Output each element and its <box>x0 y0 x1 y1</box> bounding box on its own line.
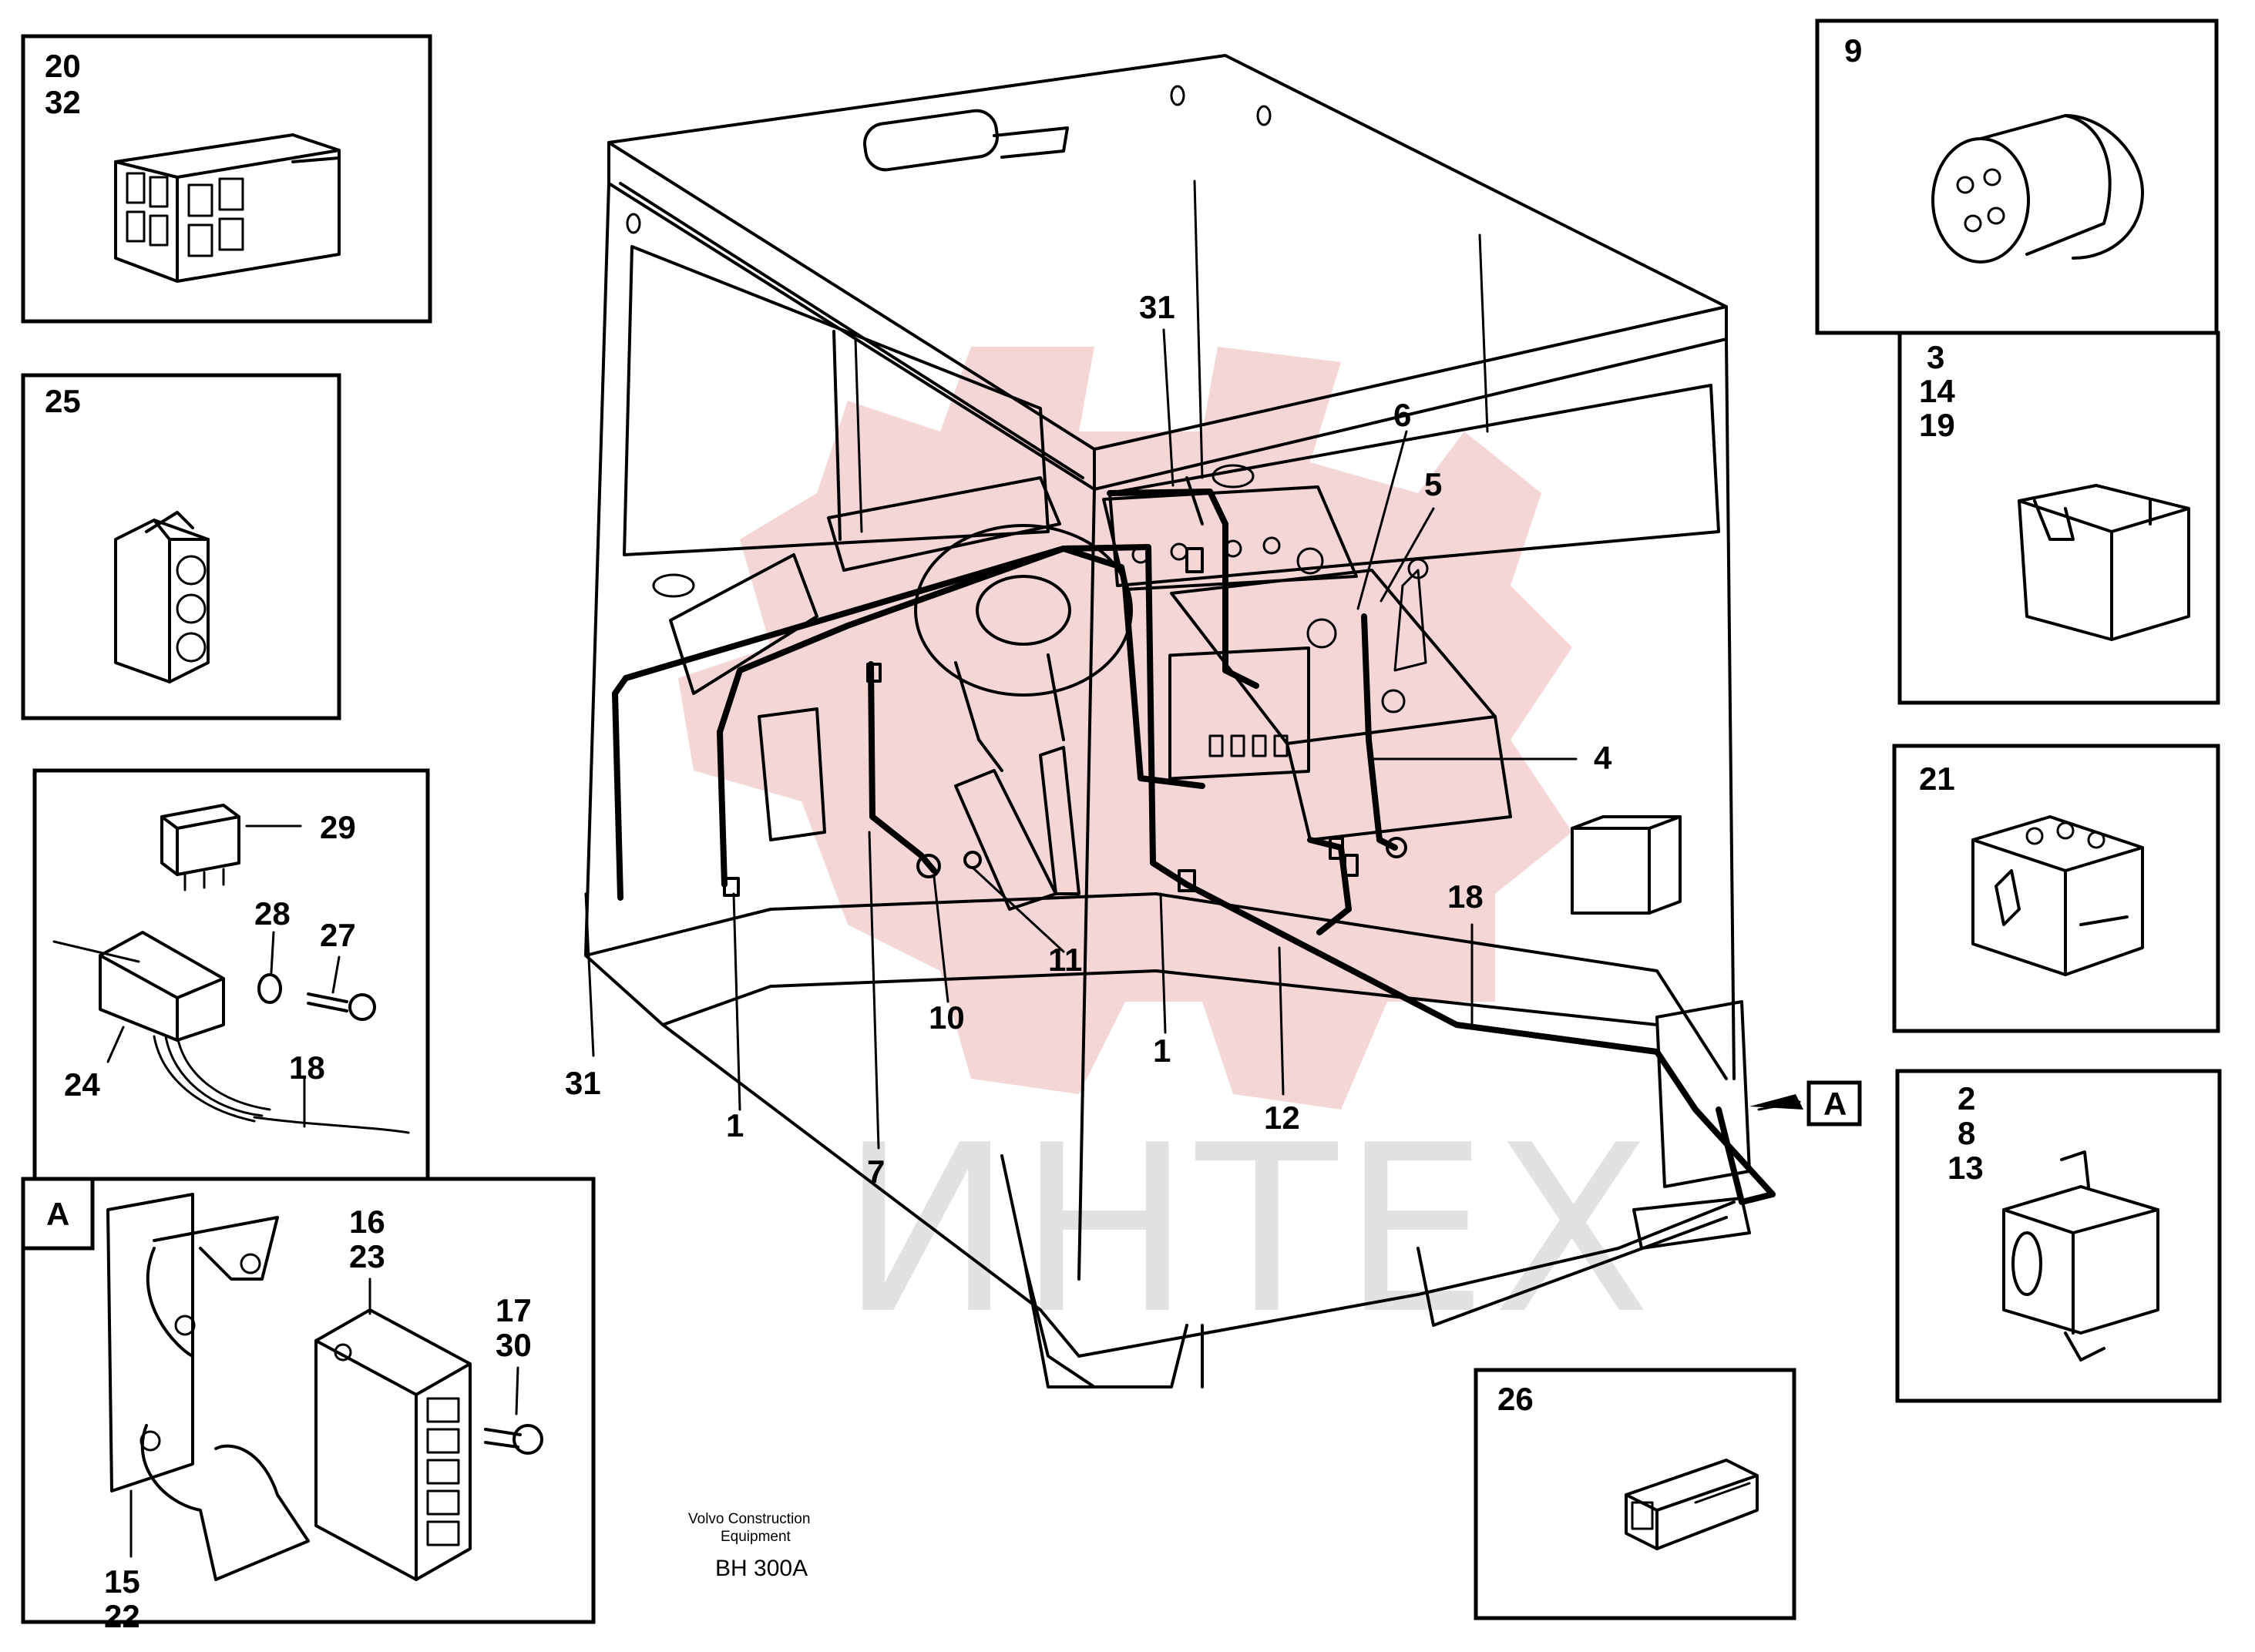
callout-10: 10 <box>929 999 965 1036</box>
callout-11: 11 <box>1048 942 1082 978</box>
small-connector-icon <box>1625 1459 1759 1550</box>
connector-housing-icon <box>2018 484 2190 641</box>
bracket-icon <box>106 1193 310 1581</box>
harness-6 <box>1107 489 1259 689</box>
detail-box-21: 21 <box>1892 744 2220 1033</box>
section-marker-label: A <box>1823 1086 1847 1122</box>
callout-1-mid: 1 <box>1153 1032 1171 1069</box>
harness-31 <box>612 546 1205 901</box>
label-26: 26 <box>1497 1381 1534 1417</box>
footer-company-line1: Volvo Construction <box>688 1511 810 1527</box>
label-17: 17 <box>496 1292 532 1328</box>
label-28: 28 <box>254 895 291 932</box>
detail-box-2-8-13: 2 8 13 <box>1895 1069 2222 1403</box>
label-9: 9 <box>1844 32 1862 69</box>
relay-icon <box>160 804 240 891</box>
label-29: 29 <box>320 809 356 845</box>
box-a-marker <box>21 1177 95 1251</box>
label-19: 19 <box>1919 407 1955 443</box>
cab-drawing <box>584 54 1751 1388</box>
harness-1-mid <box>1060 544 1776 1205</box>
label-18-box: 18 <box>289 1049 325 1086</box>
label-23: 23 <box>349 1238 385 1274</box>
label-16: 16 <box>349 1204 385 1240</box>
detail-box-20-32: 20 32 <box>21 34 432 324</box>
square-connector-icon <box>1971 815 2144 976</box>
callout-6: 6 <box>1393 397 1411 433</box>
label-24: 24 <box>64 1066 100 1103</box>
label-14: 14 <box>1919 373 1955 409</box>
screw-icon <box>484 1424 543 1455</box>
label-2: 2 <box>1958 1080 1975 1116</box>
connector-3pin-icon <box>114 511 210 683</box>
detail-box-25: 25 <box>21 373 341 720</box>
detail-box-3-14-19: 3 14 19 <box>1897 331 2220 705</box>
footer-company-line2: Equipment <box>721 1529 791 1545</box>
detail-box-relay: 29 28 27 24 18 <box>32 768 430 1181</box>
callout-labels: 31 6 5 4 18 31 1 7 10 11 1 12 A <box>565 289 1862 1190</box>
label-22: 22 <box>104 1598 140 1634</box>
harness-cables <box>612 489 1776 1205</box>
connector-8pin-icon <box>114 133 341 283</box>
label-8: 8 <box>1958 1115 1975 1151</box>
callout-31-top: 31 <box>1139 289 1175 325</box>
footer-code: BH 300A <box>715 1556 808 1581</box>
label-20: 20 <box>45 48 81 84</box>
callout-18-main: 18 <box>1447 878 1484 915</box>
label-21: 21 <box>1919 761 1955 797</box>
label-27: 27 <box>320 917 356 953</box>
plug-connector-icon <box>2002 1150 2159 1362</box>
label-3: 3 <box>1927 339 1944 375</box>
harness-1-left <box>717 546 1067 888</box>
label-25: 25 <box>45 383 81 419</box>
detail-box-9: 9 <box>1815 18 2219 335</box>
label-15: 15 <box>104 1563 140 1600</box>
callout-4: 4 <box>1594 740 1612 776</box>
leader-lines <box>584 328 1803 1150</box>
label-32: 32 <box>45 84 81 120</box>
relay-socket-icon <box>52 931 410 1134</box>
section-marker-box <box>1806 1080 1862 1127</box>
harness-12 <box>1307 837 1352 935</box>
label-13: 13 <box>1948 1150 1984 1186</box>
round-connector-icon <box>1931 114 2144 264</box>
fuse-block-icon <box>314 1308 472 1581</box>
label-30: 30 <box>496 1327 532 1363</box>
harness-7 <box>868 661 937 874</box>
callout-12: 12 <box>1264 1100 1300 1136</box>
detail-box-26: 26 <box>1474 1368 1796 1620</box>
callout-7: 7 <box>867 1153 885 1190</box>
callout-5: 5 <box>1424 466 1442 502</box>
watermark-logo <box>678 347 1572 1110</box>
callout-1-left: 1 <box>726 1107 744 1143</box>
callout-31-left: 31 <box>565 1065 601 1101</box>
footer: Volvo Construction Equipment BH 300A <box>688 1511 810 1581</box>
watermark-text: ИНТЕХ <box>840 1096 1655 1365</box>
detail-box-a: A 16 23 17 30 <box>21 1177 596 1634</box>
box-a-marker-label: A <box>46 1196 69 1232</box>
